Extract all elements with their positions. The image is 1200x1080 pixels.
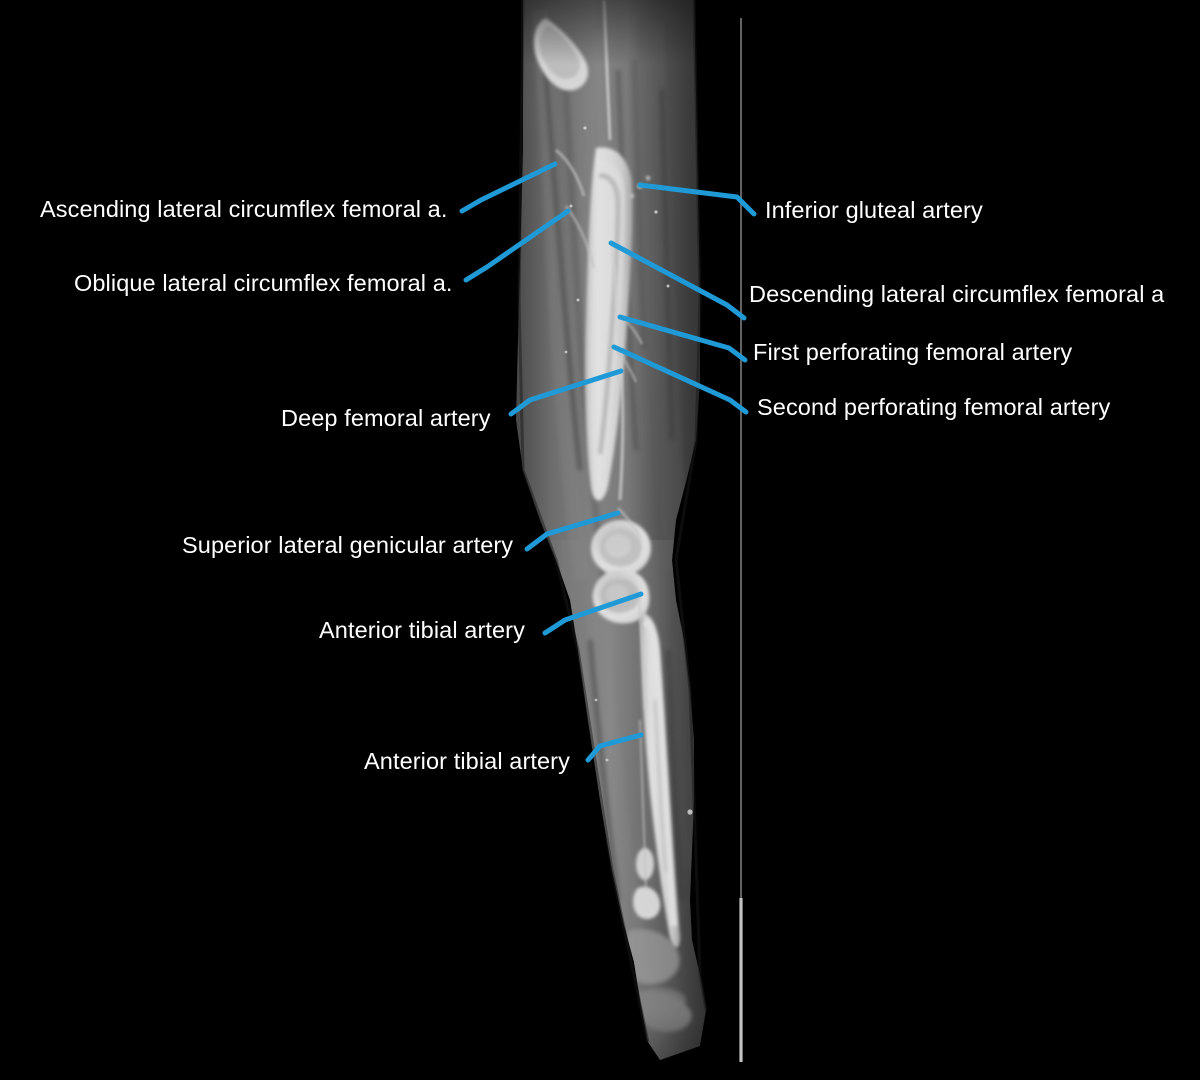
annotation-label-superior-lateral-genicular-artery: Superior lateral genicular artery (182, 532, 514, 558)
annotation-label-descending-lateral-circumflex-femoral-artery: Descending lateral circumflex femoral a (749, 281, 1165, 307)
annotation-label-first-perforating-femoral-artery: First perforating femoral artery (753, 339, 1073, 365)
annotation-label-ascending-lateral-circumflex-femoral-artery: Ascending lateral circumflex femoral a. (40, 196, 448, 222)
annotation-label-second-perforating-femoral-artery: Second perforating femoral artery (757, 394, 1111, 420)
annotation-label-anterior-tibial-artery-proximal: Anterior tibial artery (319, 617, 525, 643)
annotation-label-inferior-gluteal-artery: Inferior gluteal artery (765, 197, 983, 223)
annotation-label-deep-femoral-artery: Deep femoral artery (281, 405, 491, 431)
annotation-label-oblique-lateral-circumflex-femoral-artery: Oblique lateral circumflex femoral a. (74, 270, 453, 296)
annotation-label-anterior-tibial-artery-distal: Anterior tibial artery (364, 748, 570, 774)
